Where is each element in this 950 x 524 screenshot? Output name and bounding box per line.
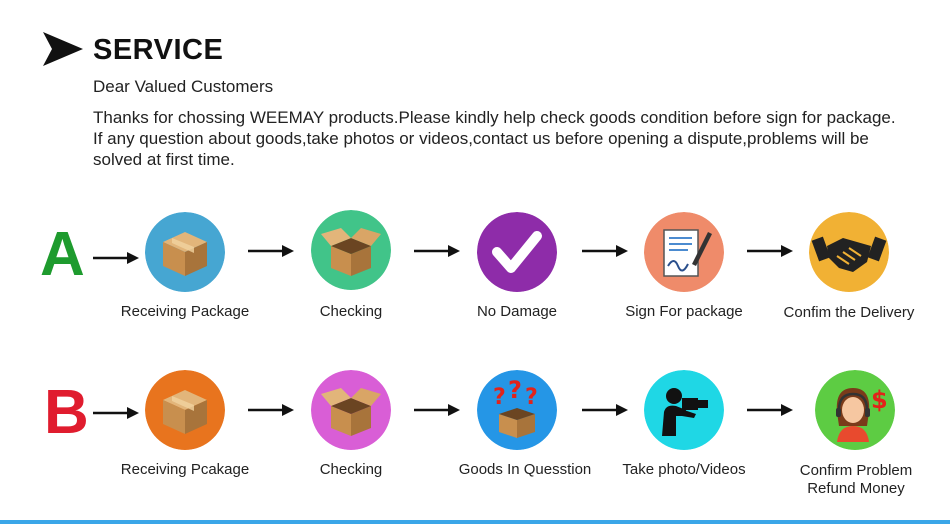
box-question-icon: ? ? ? — [477, 370, 557, 450]
flow-b-step-2-circle — [311, 370, 391, 450]
handshake-icon — [809, 212, 889, 292]
package-icon — [145, 370, 225, 450]
flow-b-arrow-4 — [582, 404, 628, 416]
flow-b-letter: B — [44, 378, 89, 447]
flow-a-arrow-1 — [93, 252, 139, 264]
flow-a-arrow-3 — [414, 245, 460, 257]
page-title: SERVICE — [93, 34, 224, 66]
flow-b-step-5-circle: $ — [815, 370, 895, 450]
flow-b-step-2-label: Checking — [319, 461, 383, 478]
flow-b-step-3-label: Goods In Quesstion — [458, 461, 592, 478]
flow-b-step-5-label-line-1: Confirm Problem — [799, 462, 913, 479]
flow-b-step-4-label: Take photo/Videos — [622, 461, 746, 478]
intro-line-2: If any question about goods,take photos … — [93, 129, 869, 148]
photographer-icon — [644, 370, 724, 450]
package-icon — [145, 212, 225, 292]
flow-a-step-2-label: Checking — [319, 303, 383, 320]
flow-a-step-5-label: Confim the Delivery — [783, 304, 915, 321]
flow-a-step-2-circle — [311, 210, 391, 290]
flow-b-step-5-label: Confirm Problem Refund Money — [771, 462, 941, 498]
flow-b-step-1-label: Receiving Pcakage — [120, 461, 250, 478]
svg-text:?: ? — [508, 376, 522, 404]
intro-line-1: Thanks for chossing WEEMAY products.Plea… — [93, 108, 896, 127]
flow-a-step-1-label: Receiving Package — [120, 303, 250, 320]
flow-a-step-4-circle — [644, 212, 724, 292]
intro-paragraph: Thanks for chossing WEEMAY products.Plea… — [93, 107, 933, 170]
flow-a-letter: A — [40, 220, 85, 289]
flow-b-arrow-3 — [414, 404, 460, 416]
flow-b-step-3-circle: ? ? ? — [477, 370, 557, 450]
open-box-icon — [311, 370, 391, 450]
support-agent-icon: $ — [815, 370, 895, 450]
flow-b-arrow-5 — [747, 404, 793, 416]
flow-a-arrow-5 — [747, 245, 793, 257]
sign-document-icon — [644, 212, 724, 292]
flow-b-step-5-label-line-2: Refund Money — [807, 480, 905, 497]
flow-b-arrow-1 — [93, 407, 139, 419]
svg-text:?: ? — [493, 385, 506, 410]
flow-a-arrow-2 — [248, 245, 294, 257]
flow-b-arrow-2 — [248, 404, 294, 416]
flow-a-step-3-circle — [477, 212, 557, 292]
header-arrow-icon — [43, 32, 83, 66]
flow-a-step-4-label: Sign For package — [625, 303, 743, 320]
svg-text:?: ? — [525, 385, 538, 410]
checkmark-icon — [477, 212, 557, 292]
svg-text:$: $ — [871, 386, 888, 414]
flow-a-arrow-4 — [582, 245, 628, 257]
open-box-icon — [311, 210, 391, 290]
flow-a-step-1-circle — [145, 212, 225, 292]
intro-line-3: solved at first time. — [93, 150, 235, 169]
flow-b-step-1-circle — [145, 370, 225, 450]
greeting-text: Dear Valued Customers — [93, 77, 274, 96]
flow-b-step-4-circle — [644, 370, 724, 450]
bottom-divider — [0, 520, 950, 524]
flow-a-step-5-circle — [809, 212, 889, 292]
flow-a-step-3-label: No Damage — [476, 303, 558, 320]
